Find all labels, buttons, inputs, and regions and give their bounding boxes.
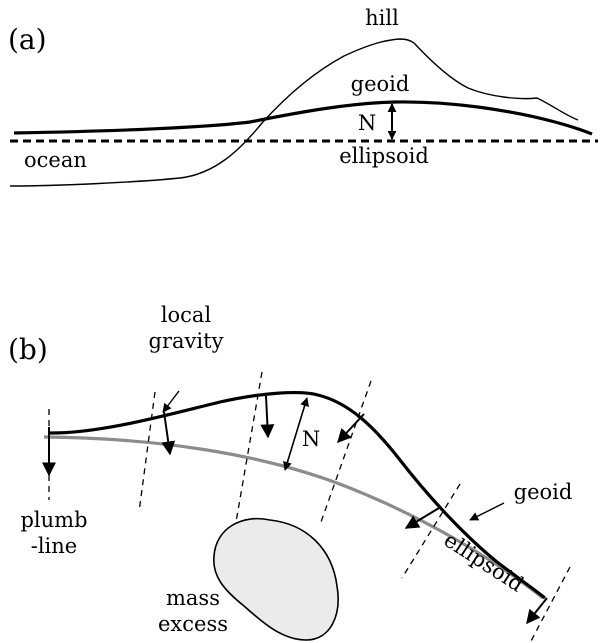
plumb-line: [530, 567, 570, 643]
plumb-line-label-line2: -line: [31, 534, 77, 558]
geoid-leader-line: [470, 503, 504, 520]
plumb-line: [139, 392, 155, 512]
gravity-arrow: [527, 598, 547, 623]
gravity-leader-line: [163, 391, 179, 412]
geoid-label-a: geoid: [351, 72, 410, 96]
plumb-line-label-line1: plumb: [20, 508, 87, 532]
mass-excess-blob: [214, 519, 338, 640]
hill-label: hill: [365, 6, 399, 30]
local-gravity-label-line2: gravity: [149, 329, 224, 353]
panel-b-tag: (b): [8, 333, 48, 366]
n-label-a: N: [358, 111, 376, 135]
geoid-line-a: [14, 102, 592, 134]
geoid-label-b: geoid: [514, 480, 573, 504]
panel-b: (b) local: [8, 303, 572, 643]
plumb-line: [236, 372, 262, 522]
gravity-arrow: [266, 396, 268, 437]
gravity-arrow: [164, 412, 170, 454]
ellipsoid-label-b: ellipsoid: [440, 528, 528, 597]
mass-excess-label-line2: excess: [158, 612, 228, 636]
n-label-b: N: [302, 427, 320, 451]
ocean-label: ocean: [24, 148, 87, 172]
local-gravity-label-line1: local: [161, 303, 212, 327]
panel-a-tag: (a): [8, 23, 47, 56]
panel-a: (a) hill geoid N ocean ellipsoid: [8, 6, 598, 186]
ellipsoid-label-a: ellipsoid: [339, 144, 429, 168]
mass-excess-label-line1: mass: [166, 586, 220, 610]
plumb-line: [321, 381, 371, 522]
